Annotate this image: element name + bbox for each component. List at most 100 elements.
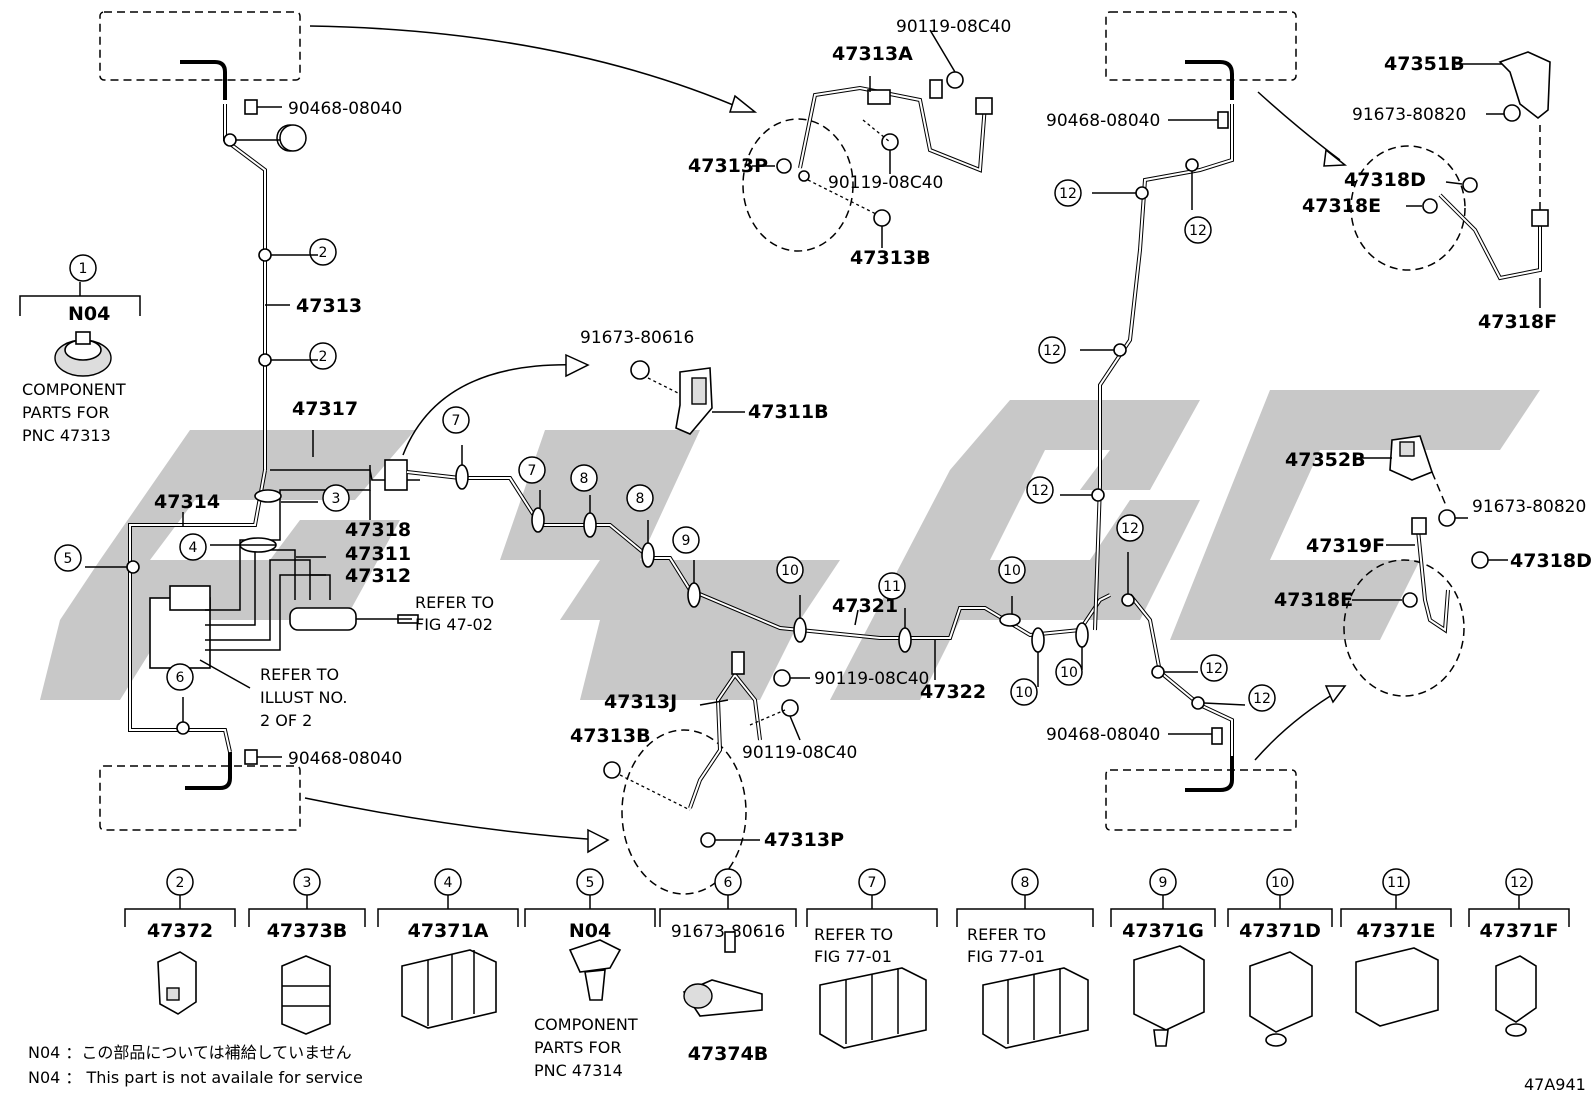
svg-text:6: 6 xyxy=(724,875,733,891)
label-47312: 47312 xyxy=(345,565,411,587)
marker-10: 10 xyxy=(1010,678,1038,706)
svg-text:12: 12 xyxy=(1189,223,1207,239)
svg-text:4: 4 xyxy=(189,540,198,556)
label-bolt-47311b: 91673-80616 xyxy=(580,328,694,348)
marker-8: 8 xyxy=(570,464,598,492)
svg-text:12: 12 xyxy=(1031,483,1049,499)
marker-4: 4 xyxy=(179,533,207,561)
marker-1-pipe xyxy=(279,124,307,152)
marker-12: 12 xyxy=(1054,179,1082,207)
marker-2: 2 xyxy=(309,342,337,370)
svg-text:10: 10 xyxy=(1015,685,1033,701)
svg-text:REFER TO: REFER TO xyxy=(967,925,1046,944)
svg-text:12: 12 xyxy=(1253,691,1271,707)
label-bolt-bottom-1: 90119-08C40 xyxy=(814,669,929,689)
label-47318f: 47318F xyxy=(1478,311,1557,333)
svg-text:12: 12 xyxy=(1510,875,1528,891)
svg-text:10: 10 xyxy=(781,563,799,579)
svg-text:12: 12 xyxy=(1059,186,1077,202)
svg-text:12: 12 xyxy=(1043,343,1061,359)
label-clip-top-left: 90468-08040 xyxy=(288,99,402,119)
leader-lines xyxy=(85,139,1246,722)
label-47313p-bottom: 47313P xyxy=(764,829,844,851)
label-47313a: 47313A xyxy=(832,43,913,65)
svg-text:9: 9 xyxy=(682,533,691,549)
marker-12: 12 xyxy=(1184,216,1212,244)
svg-text:12: 12 xyxy=(1205,661,1223,677)
marker-12: 12 xyxy=(1026,476,1054,504)
svg-text:7: 7 xyxy=(868,875,877,891)
label-47351b: 47351B xyxy=(1384,53,1465,75)
svg-text:47371G: 47371G xyxy=(1122,920,1204,942)
marker-9: 9 xyxy=(672,526,700,554)
label-47314: 47314 xyxy=(154,491,220,513)
caption-component-1b: PARTS FOR xyxy=(22,403,109,422)
label-47313p-top: 47313P xyxy=(688,155,768,177)
svg-text:2: 2 xyxy=(319,245,328,261)
label-47318d-mid: 47318D xyxy=(1510,550,1592,572)
label-pipe-47313: 47313 xyxy=(296,295,362,317)
svg-text:11: 11 xyxy=(1387,875,1405,891)
caption-component-1a: COMPONENT xyxy=(22,380,126,399)
svg-text:1: 1 xyxy=(79,261,88,277)
legend-item-9: 9 47371G xyxy=(1110,868,1216,942)
svg-text:10: 10 xyxy=(1003,563,1021,579)
svg-text:9: 9 xyxy=(1159,875,1168,891)
label-47313b-bottom: 47313B xyxy=(570,725,651,747)
label-47318e-top: 47318E xyxy=(1302,195,1381,217)
svg-text:3: 3 xyxy=(303,875,312,891)
legend-part-drawings xyxy=(157,931,1537,1049)
note-jp: N04 ：この部品については補給していません xyxy=(28,1043,352,1062)
svg-text:FIG 77-01: FIG 77-01 xyxy=(814,947,892,966)
svg-text:47374B: 47374B xyxy=(688,1043,769,1065)
joint-dots xyxy=(126,133,1205,735)
svg-text:8: 8 xyxy=(636,491,645,507)
diagram-labels: 90468-08040 47313 N04 COMPONENT PARTS FO… xyxy=(22,17,1592,1094)
svg-text:4: 4 xyxy=(444,875,453,891)
marker-10: 10 xyxy=(998,556,1026,584)
plug-icon xyxy=(54,331,112,377)
label-bolt-right-mid: 91673-80820 xyxy=(1472,497,1586,517)
svg-text:10: 10 xyxy=(1060,665,1078,681)
legend-item-6: 691673-8061647374B xyxy=(659,868,797,1065)
refer-illust-b: ILLUST NO. xyxy=(260,688,347,707)
marker-8: 8 xyxy=(626,484,654,512)
caption-component-1c: PNC 47313 xyxy=(22,426,111,445)
svg-text:12: 12 xyxy=(1121,521,1139,537)
label-47318d-top: 47318D xyxy=(1344,169,1426,191)
svg-text:7: 7 xyxy=(528,463,537,479)
label-clip-bottom-right: 90468-08040 xyxy=(1046,725,1160,745)
label-47311: 47311 xyxy=(345,543,411,565)
marker-12: 12 xyxy=(1248,684,1276,712)
label-47311b: 47311B xyxy=(748,401,829,423)
note-en: N04 ： This part is not availale for serv… xyxy=(28,1068,363,1087)
refer-fig-47-02b: FIG 47-02 xyxy=(415,615,493,634)
label-n04-top: N04 xyxy=(68,303,110,325)
svg-text:COMPONENT: COMPONENT xyxy=(534,1015,638,1034)
svg-text:47371A: 47371A xyxy=(408,920,489,942)
svg-text:5: 5 xyxy=(64,551,73,567)
svg-text:FIG 77-01: FIG 77-01 xyxy=(967,947,1045,966)
svg-text:5: 5 xyxy=(586,875,595,891)
svg-text:7: 7 xyxy=(452,413,461,429)
bracket-47311b xyxy=(630,360,745,435)
detail-top-center xyxy=(742,29,993,252)
marker-7: 7 xyxy=(518,456,546,484)
svg-text:2: 2 xyxy=(319,349,328,365)
legend-item-4: 4 47371A xyxy=(377,868,519,942)
label-47321: 47321 xyxy=(832,595,898,617)
svg-text:3: 3 xyxy=(332,491,341,507)
svg-text:47372: 47372 xyxy=(147,920,213,942)
svg-text:PNC 47314: PNC 47314 xyxy=(534,1061,623,1080)
marker-10: 10 xyxy=(1055,658,1083,686)
refer-fig-47-02a: REFER TO xyxy=(415,593,494,612)
label-clip-top-right: 90468-08040 xyxy=(1046,111,1160,131)
svg-text:10: 10 xyxy=(1271,875,1289,891)
label-bolt-bottom-2: 90119-08C40 xyxy=(742,743,857,763)
svg-text:PARTS FOR: PARTS FOR xyxy=(534,1038,621,1057)
